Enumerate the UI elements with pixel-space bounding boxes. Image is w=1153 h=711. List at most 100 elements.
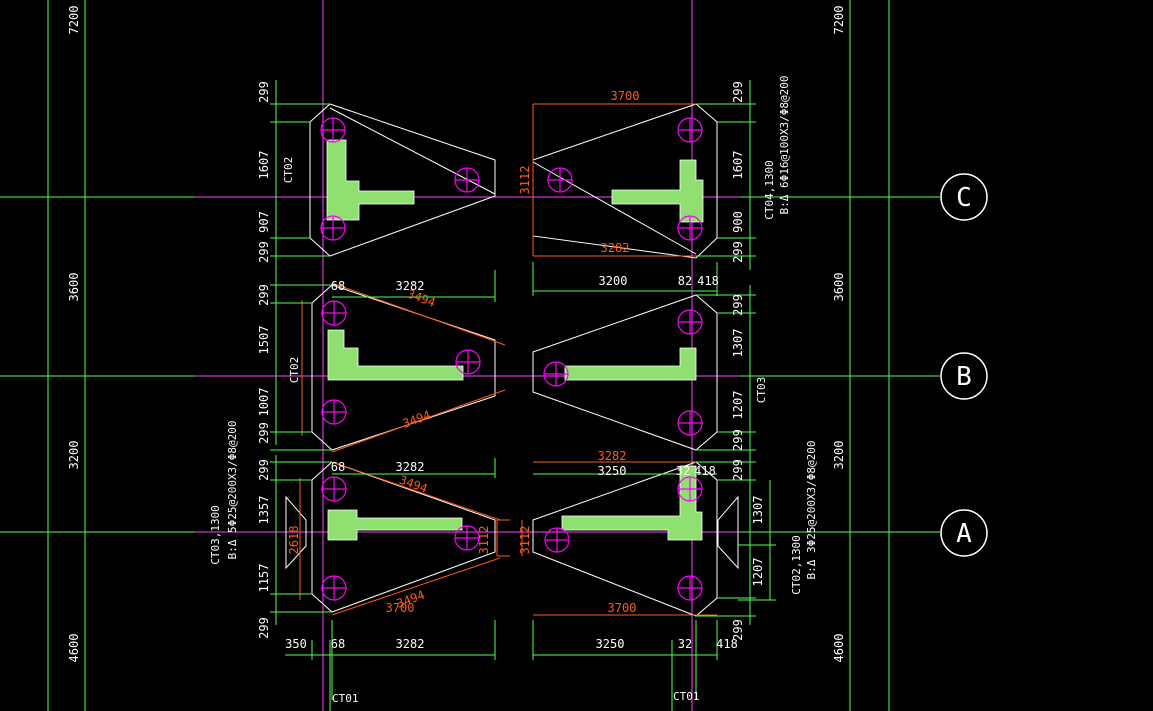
dim-left-299-c: 299 (257, 284, 271, 306)
dim-left-299-f: 299 (257, 617, 271, 639)
left-ruler-3600: 3600 (67, 273, 81, 302)
dim-right-299-d: 299 (731, 429, 745, 451)
pile[interactable] (677, 117, 703, 143)
pile[interactable] (320, 215, 346, 241)
dim-3250-bottom: 3250 (596, 637, 625, 651)
axis-bubble-b[interactable]: B (940, 352, 988, 400)
pile[interactable] (321, 399, 347, 425)
dim-3700-top: 3700 (611, 89, 640, 103)
piles (320, 117, 703, 601)
pile[interactable] (677, 410, 703, 436)
dim-3282-bottom: 3282 (396, 637, 425, 651)
pile[interactable] (320, 117, 346, 143)
cap-a-right-notch (717, 495, 739, 570)
pile[interactable] (677, 476, 703, 502)
left-ruler: 7200 3600 3200 4600 (67, 6, 81, 663)
pile[interactable] (547, 167, 573, 193)
pile[interactable] (321, 476, 347, 502)
cap-labels: CT02 CT04,1300 B:Δ 6Φ16@100X3/Φ8@200 CT0… (209, 75, 818, 705)
dim-32-ar: 32 (676, 464, 690, 478)
cap-label-ct04-rebar: B:Δ 6Φ16@100X3/Φ8@200 (778, 75, 791, 214)
axis-bubble-a-circle (940, 509, 988, 557)
cap-label-ct03-a-name: CT03,1300 (209, 505, 222, 565)
pile[interactable] (677, 575, 703, 601)
pile[interactable] (454, 525, 480, 551)
axis-bubble-a-label: A (956, 519, 972, 549)
dim-68-a: 68 (331, 460, 345, 474)
right-ruler-7200: 7200 (832, 6, 846, 35)
dim-418-ar: 418 (694, 464, 716, 478)
dim-418-bottom: 418 (716, 637, 738, 651)
axis-bubble-a[interactable]: A (940, 509, 988, 557)
dim-left-299-d: 299 (257, 422, 271, 444)
cap-label-ct03-b: CT03 (755, 377, 768, 404)
pile[interactable] (321, 575, 347, 601)
dim-left-299-e: 299 (257, 459, 271, 481)
pile[interactable] (454, 167, 480, 193)
green-dimension-lines (270, 80, 776, 711)
pile[interactable] (543, 361, 569, 387)
cap-label-ct02-b: CT02 (288, 357, 301, 384)
wall-b-left (327, 329, 464, 381)
right-ruler-4600: 4600 (832, 634, 846, 663)
pile[interactable] (321, 300, 347, 326)
dim-right-299-e: 299 (731, 459, 745, 481)
dim-3112-top: 3112 (518, 166, 532, 195)
axis-bubble-c[interactable]: C (940, 173, 988, 221)
dim-right-1307-a: 1307 (751, 496, 765, 525)
dim-3282-b: 3282 (396, 279, 425, 293)
left-ruler-7200: 7200 (67, 6, 81, 35)
right-ruler-3200: 3200 (832, 441, 846, 470)
dim-right-299-a: 299 (731, 81, 745, 103)
dim-right-1307: 1307 (731, 329, 745, 358)
dim-3282-top: 3282 (601, 241, 630, 255)
right-ruler: 7200 3600 3200 4600 (832, 6, 846, 663)
dim-68-bottom: 68 (331, 637, 345, 651)
dim-left-299-b: 299 (257, 241, 271, 263)
orange-dimension-lines (299, 103, 717, 616)
cap-label-ct04-name: CT04,1300 (763, 160, 776, 220)
dim-3250-ar: 3250 (598, 464, 627, 478)
pile[interactable] (677, 309, 703, 335)
dim-right-900: 900 (731, 211, 745, 233)
dim-68-b: 68 (331, 279, 345, 293)
cap-label-ct01-left: CT01 (332, 692, 359, 705)
dim-left-1607: 1607 (257, 151, 271, 180)
pile[interactable] (544, 527, 570, 553)
axis-bubble-b-label: B (956, 362, 972, 392)
dim-2618: 2618 (287, 526, 301, 555)
dim-right-1207: 1207 (731, 391, 745, 420)
dim-left-1357: 1357 (257, 496, 271, 525)
axis-bubble-b-circle (940, 352, 988, 400)
dim-418-top: 418 (697, 274, 719, 288)
dim-left-1507: 1507 (257, 326, 271, 355)
cap-label-ct02-c: CT02 (282, 157, 295, 184)
dim-left-299-a: 299 (257, 81, 271, 103)
dim-left-1007: 1007 (257, 388, 271, 417)
vertical-grid-lines (40, 0, 897, 711)
wall-a-right (561, 465, 703, 541)
dim-3282-ar: 3282 (598, 449, 627, 463)
dim-3200-top: 3200 (599, 274, 628, 288)
cap-label-ct03-a-rebar: B:Δ 5Φ25@200X3/Φ8@200 (226, 420, 239, 559)
dim-3112-a2: 3112 (518, 526, 532, 555)
wall-b-right (564, 347, 697, 381)
dim-right-1607: 1607 (731, 151, 745, 180)
dim-right-299-c: 299 (731, 294, 745, 316)
pile[interactable] (677, 215, 703, 241)
wall-c-left (326, 139, 415, 221)
dim-left-1157: 1157 (257, 564, 271, 593)
cap-label-ct02-a-name: CT02,1300 (790, 535, 803, 595)
pile[interactable] (455, 349, 481, 375)
cap-label-ct02-a-rebar: B:Δ 3Φ25@200X3/Φ8@200 (805, 440, 818, 579)
dim-350: 350 (285, 637, 307, 651)
dim-3700-bottom: 3700 (608, 601, 637, 615)
dim-32-bottom: 32 (678, 637, 692, 651)
wall-a-left (327, 509, 463, 541)
left-ruler-4600: 4600 (67, 634, 81, 663)
dim-3282-a: 3282 (396, 460, 425, 474)
cap-a-left-notch (285, 495, 307, 570)
dim-left-907: 907 (257, 211, 271, 233)
